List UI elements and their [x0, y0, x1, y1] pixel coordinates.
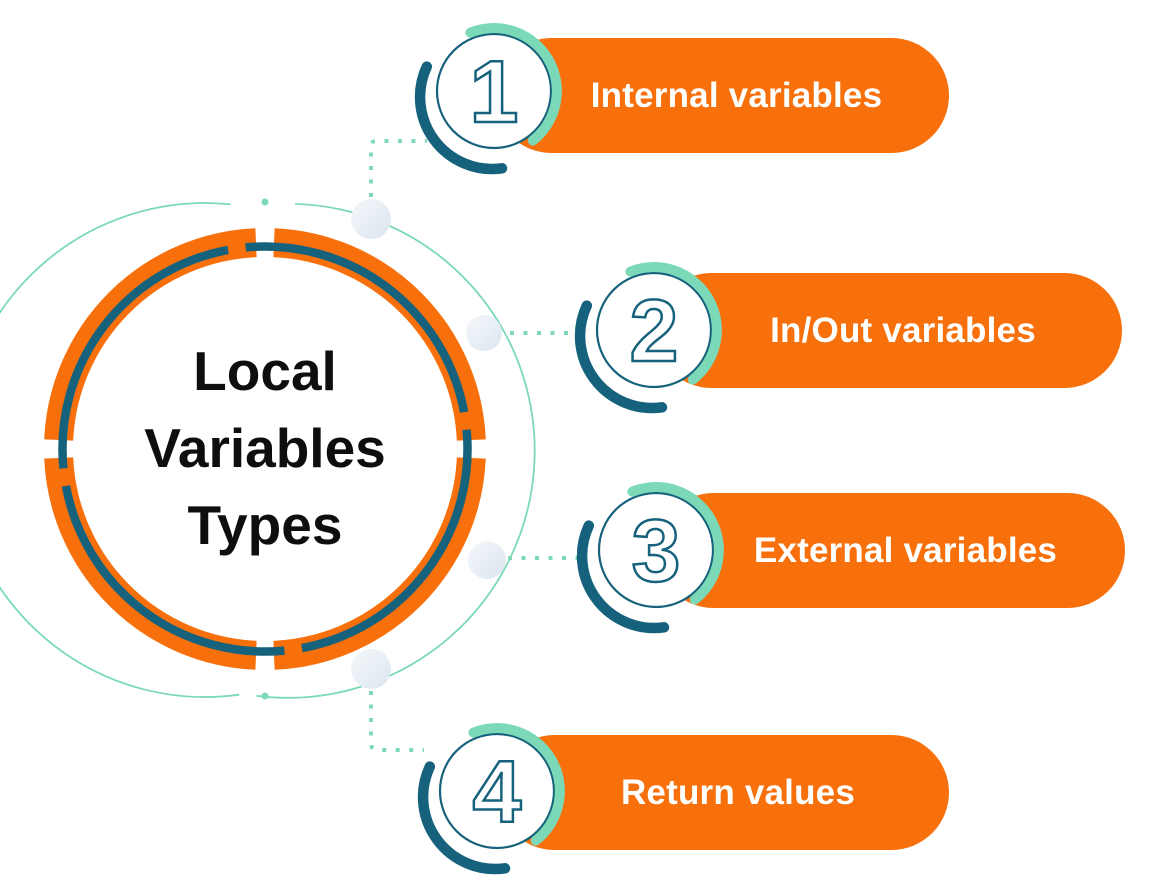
- outer-circle-bottom-dot: [261, 692, 269, 700]
- title-line-1: Local: [193, 340, 337, 402]
- connector-node-1: [351, 199, 391, 239]
- diagram-title: Local Variables Types: [15, 333, 515, 564]
- badge-4-dark-arc: [417, 761, 511, 875]
- connector-node-4: [351, 649, 391, 689]
- item-pill-4: Return values: [497, 735, 949, 850]
- dotted-connector-4: [369, 691, 424, 752]
- item-label-4: Return values: [620, 772, 856, 812]
- item-pill-3: External variables: [656, 493, 1125, 608]
- item-label-3: External variables: [753, 530, 1058, 570]
- title-line-2: Variables: [144, 417, 386, 479]
- title-line-3: Types: [187, 494, 343, 556]
- item-pill-2: In/Out variables: [654, 273, 1122, 388]
- item-pill-1: Internal variables: [494, 38, 949, 153]
- badge-3-dark-arc: [576, 520, 670, 634]
- item-label-1: Internal variables: [590, 75, 883, 115]
- dotted-connector-1: [369, 139, 427, 197]
- outer-circle-top-dot: [261, 198, 269, 206]
- item-label-2: In/Out variables: [770, 310, 1036, 350]
- badge-2-dark-arc: [574, 300, 668, 414]
- badge-1-dark-arc: [414, 61, 508, 175]
